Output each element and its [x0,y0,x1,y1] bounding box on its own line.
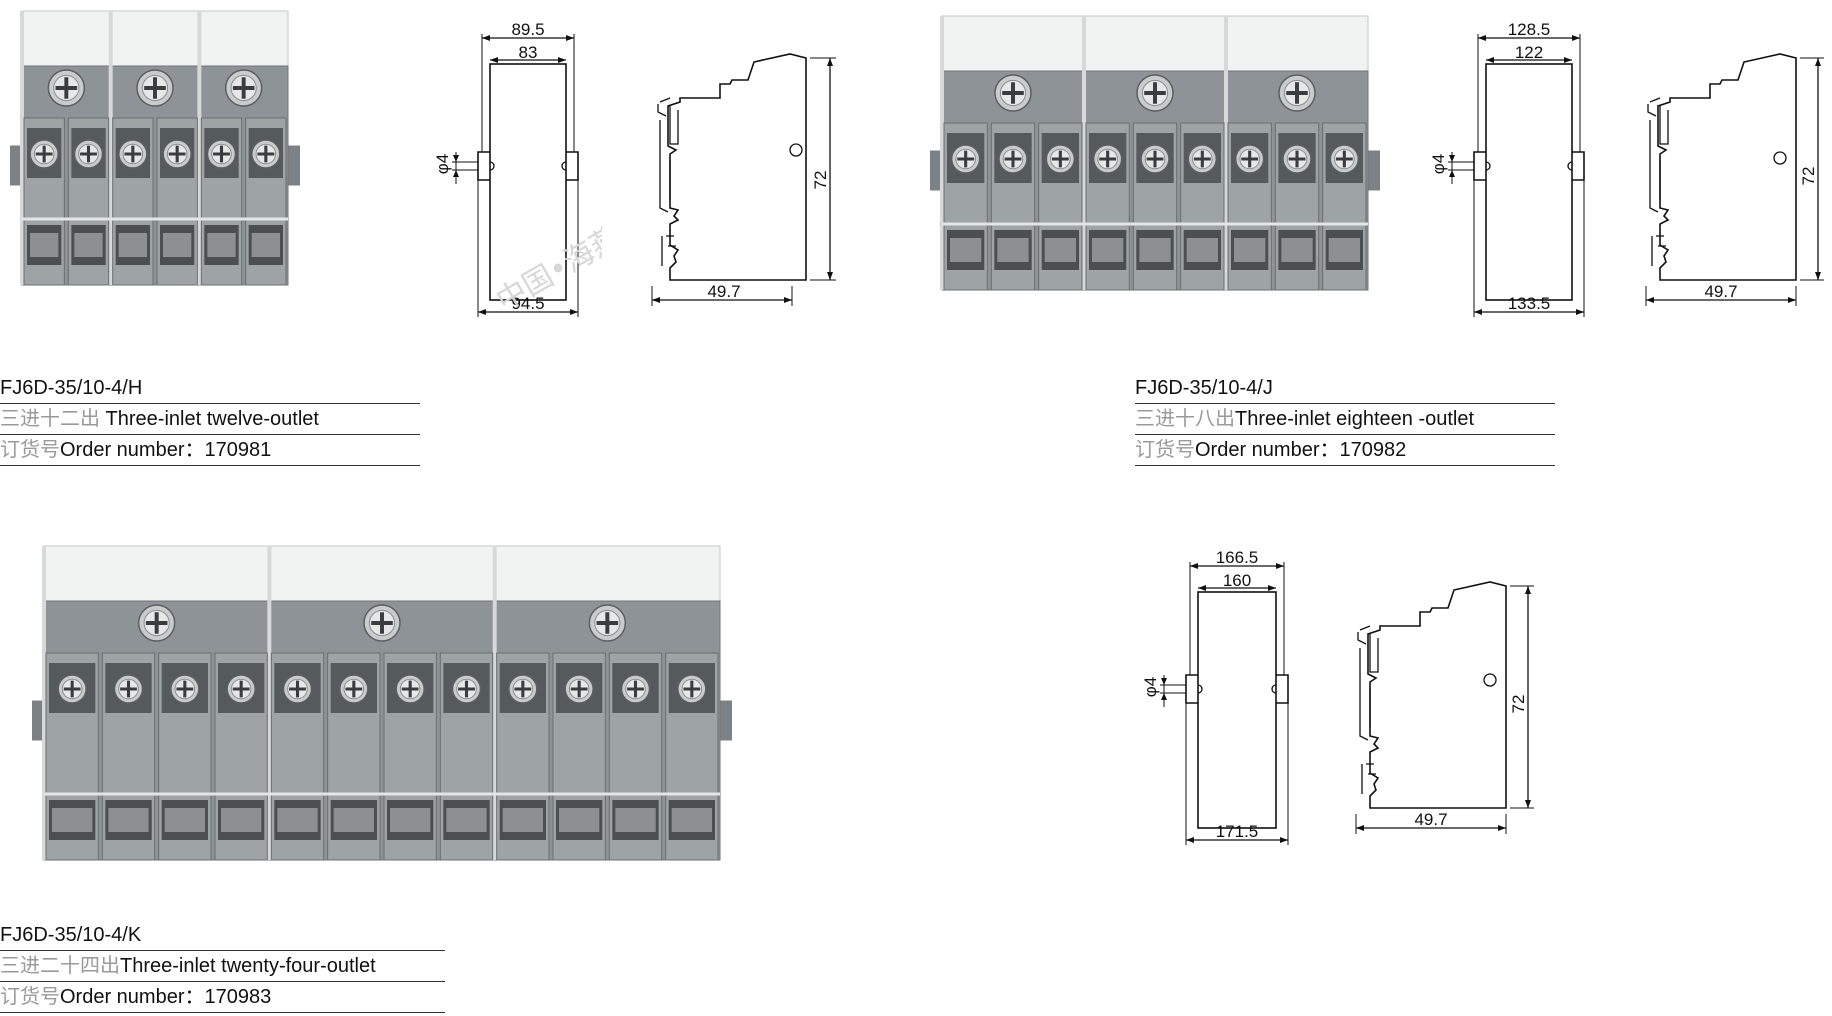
product-photo-h [0,5,310,310]
description-row: 三进二十四出Three-inlet twenty-four-outlet [0,950,445,981]
order-cn: 订货号 [0,986,60,1008]
description-row: 三进十八出Three-inlet eighteen -outlet [1135,403,1555,434]
description-cn: 三进十八出 [1135,408,1235,430]
product-caption-j: FJ6D-35/10-4/J 三进十八出Three-inlet eighteen… [1135,373,1555,466]
order-cn: 订货号 [1135,439,1195,461]
model-number: FJ6D-35/10-4/K [0,924,142,946]
dim-height: 72 [1799,167,1818,186]
side-view-drawing-j: 72 49.7 [1630,40,1830,325]
order-number: 170983 [204,986,272,1008]
description-en: Three-inlet twelve-outlet [100,408,319,430]
dim-top-outer: 128.5 [1508,20,1551,39]
order-label: Order number： [60,986,205,1008]
order-row: 订货号Order number：170982 [1135,434,1555,466]
dim-hole: φ4 [1430,154,1448,174]
description-en: Three-inlet eighteen -outlet [1235,408,1475,430]
order-label: Order number： [1195,439,1340,461]
model-number: FJ6D-35/10-4/H [0,377,143,399]
dim-depth: 49.7 [1414,810,1447,829]
dim-top-outer: 89.5 [511,20,544,39]
description-cn: 三进二十四出 [0,955,120,977]
dim-depth: 49.7 [1704,282,1737,301]
side-view-drawing-k: 72 49.7 [1340,568,1540,853]
dim-hole: φ4 [433,154,452,174]
dim-depth: 49.7 [707,282,740,301]
order-row: 订货号Order number：170983 [0,981,445,1013]
front-view-drawing-h: 89.5 83 94.5 φ4 中国•海燕接线盒 [432,12,705,337]
front-view-drawing-k: 166.5 160 171.5 φ4 [1140,540,1320,865]
description-en: Three-inlet twenty-four-outlet [120,955,376,977]
order-number: 170981 [204,439,272,461]
dim-height: 72 [811,171,830,190]
dim-top-inner: 122 [1515,43,1543,62]
dim-bottom: 94.5 [511,294,544,313]
dim-bottom: 133.5 [1508,294,1551,313]
order-row: 订货号Order number：170981 [0,434,420,466]
dim-top-inner: 160 [1223,571,1251,590]
front-view-drawing-j: 128.5 122 133.5 φ4 [1429,12,1610,337]
product-caption-k: FJ6D-35/10-4/K 三进二十四出Three-inlet twenty-… [0,920,445,1013]
order-number: 170982 [1339,439,1407,461]
order-label: Order number： [60,439,205,461]
dim-top-inner: 83 [519,43,538,62]
order-cn: 订货号 [0,439,60,461]
watermark-text: 中国•海燕接线盒 [491,175,603,319]
side-view-drawing-h: 72 49.7 [640,40,860,325]
product-photo-j [920,10,1390,315]
description-row: 三进十二出 Three-inlet twelve-outlet [0,403,420,434]
dim-height: 72 [1509,695,1528,714]
dim-top-outer: 166.5 [1216,548,1259,567]
dim-bottom: 171.5 [1216,822,1259,841]
dim-hole: φ4 [1141,677,1160,697]
product-photo-k [22,540,742,885]
description-cn: 三进十二出 [0,408,100,430]
product-caption-h: FJ6D-35/10-4/H 三进十二出 Three-inlet twelve-… [0,373,420,466]
model-number: FJ6D-35/10-4/J [1135,377,1273,399]
